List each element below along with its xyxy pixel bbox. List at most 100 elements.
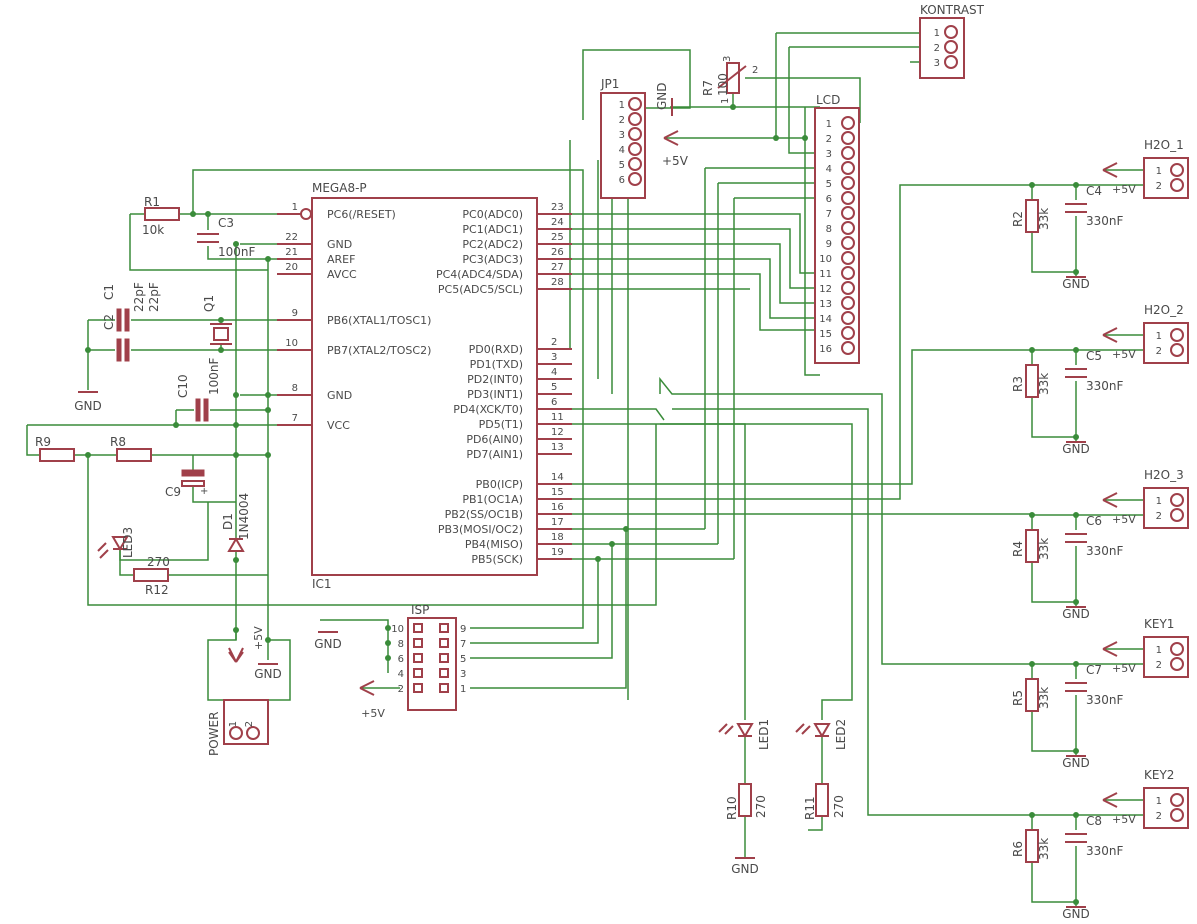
- vcc-arrow: [1102, 799, 1118, 808]
- r3-label: R3: [1011, 376, 1025, 392]
- isp-pin: [439, 668, 449, 678]
- part-line: [228, 651, 237, 663]
- jp1-pin-num: 6: [619, 175, 625, 186]
- power-pin-num: 2: [244, 721, 255, 727]
- r9-body: [39, 448, 75, 462]
- r2-value: 33k: [1037, 208, 1051, 230]
- ic-pin-label: PC5(ADC5/SCL): [438, 283, 523, 296]
- r-bot: [1031, 711, 1076, 752]
- key1-pin: [1170, 657, 1184, 671]
- junction-dot: [218, 347, 224, 353]
- ic-pin-label: PC3(ADC3): [462, 253, 523, 266]
- h2o_3-label: H2O_3: [1144, 468, 1184, 482]
- d1-body: [227, 537, 245, 552]
- r12-label: R12: [145, 583, 169, 597]
- ic-pin-num: 26: [551, 247, 564, 258]
- isp-pin: [413, 683, 423, 693]
- c1-label: C1: [102, 284, 116, 300]
- c1-body: [124, 308, 130, 332]
- vcc-label: +5V: [1112, 348, 1136, 361]
- jp1-pin: [628, 112, 642, 126]
- vcc-arrow: [663, 130, 679, 139]
- ic-pin-num: 14: [551, 472, 564, 483]
- r-bot: [1031, 862, 1076, 903]
- ic-pin-label: PB6(XTAL1/TOSC1): [327, 314, 431, 327]
- r2-label: R2: [1011, 211, 1025, 227]
- lcd-14: [572, 258, 838, 319]
- c4-label: C4: [1086, 184, 1102, 198]
- led2-body: [813, 723, 831, 738]
- ic-pin-label: PB3(MOSI/OC2): [438, 523, 523, 536]
- vcc-arrow: [1102, 641, 1118, 650]
- c1-body: [116, 308, 122, 332]
- r9-label: R9: [35, 435, 51, 449]
- c10-label: C10: [176, 374, 190, 398]
- lcd-pin-num: 7: [826, 209, 832, 220]
- led3-ray: [99, 549, 109, 559]
- c7-label: C7: [1086, 663, 1102, 677]
- c3-value: 100nF: [218, 245, 256, 259]
- isp-pin-num: 4: [398, 669, 404, 680]
- vcc-arrow: [1102, 162, 1118, 171]
- ic-pin-label: GND: [327, 389, 352, 402]
- gnd-label: GND: [1062, 907, 1090, 921]
- lcd-pin: [841, 116, 855, 130]
- ic-pin-label: PB4(MISO): [465, 538, 523, 551]
- ic-pin-label: PC1(ADC1): [462, 223, 523, 236]
- kontrast-pin: [944, 25, 958, 39]
- reset-to-jp-wire: [192, 169, 584, 214]
- ic-pin-label: PB2(SS/OC1B): [445, 508, 523, 521]
- lcd-pin: [841, 131, 855, 145]
- h2o_1-pin: [1170, 163, 1184, 177]
- r11-value: 270: [832, 795, 846, 818]
- junction-dot: [385, 655, 391, 661]
- junction-dot: [265, 392, 271, 398]
- q1-label: Q1: [202, 295, 216, 312]
- key2-conn: [1143, 787, 1189, 829]
- h2o_3-conn: [1143, 487, 1189, 529]
- vcc-arrow: [663, 137, 679, 146]
- vcc-arrow: [359, 680, 375, 689]
- isp-7: [470, 559, 599, 644]
- ic-pin-num: 8: [292, 383, 298, 394]
- lcd-pin-num: 5: [826, 179, 832, 190]
- junction-dot: [385, 625, 391, 631]
- pd4-key2: [672, 408, 1032, 816]
- power-pin-2: [246, 726, 260, 740]
- d1-label: D1: [221, 513, 235, 530]
- vcc-label: +5V: [361, 707, 385, 720]
- isp-pin: [439, 638, 449, 648]
- r-bot: [1031, 397, 1076, 438]
- c1-value: 22pF: [132, 282, 146, 312]
- jp1-pin: [628, 157, 642, 171]
- isp-label: ISP: [411, 603, 429, 617]
- led3-body: [111, 536, 129, 551]
- ic-pin-label: PB7(XTAL2/TOSC2): [327, 344, 431, 357]
- h2o_2-pin: [1170, 343, 1184, 357]
- r-bot: [1031, 232, 1076, 273]
- key1-label: KEY1: [1144, 617, 1174, 631]
- r9-left: [26, 425, 40, 456]
- kontrast-label: KONTRAST: [920, 3, 985, 17]
- led1-body-ray: [724, 725, 734, 735]
- r12-body: [133, 568, 169, 582]
- kontrast-pin: [944, 55, 958, 69]
- ic-pin-num: 7: [292, 413, 298, 424]
- conn-pin-num: 1: [1156, 331, 1162, 342]
- junction-dot: [773, 135, 779, 141]
- isp-pin-num: 9: [460, 624, 466, 635]
- lcd-pin-num: 16: [819, 344, 832, 355]
- ic-pin-num: 19: [551, 547, 564, 558]
- isp-pin: [439, 653, 449, 663]
- key2-pin: [1170, 793, 1184, 807]
- led2-body-ray: [795, 723, 805, 733]
- h2o_1-pin: [1170, 178, 1184, 192]
- r12-left: [119, 549, 134, 576]
- conn-pin-num: 2: [1156, 181, 1162, 192]
- junction-dot: [802, 135, 808, 141]
- led3-label: LED3: [121, 527, 135, 558]
- ic-pin-num: 20: [285, 262, 298, 273]
- h2o_2-label: H2O_2: [1144, 303, 1184, 317]
- vcc-label: +5V: [252, 626, 265, 650]
- lcd-pin-num: 2: [826, 134, 832, 145]
